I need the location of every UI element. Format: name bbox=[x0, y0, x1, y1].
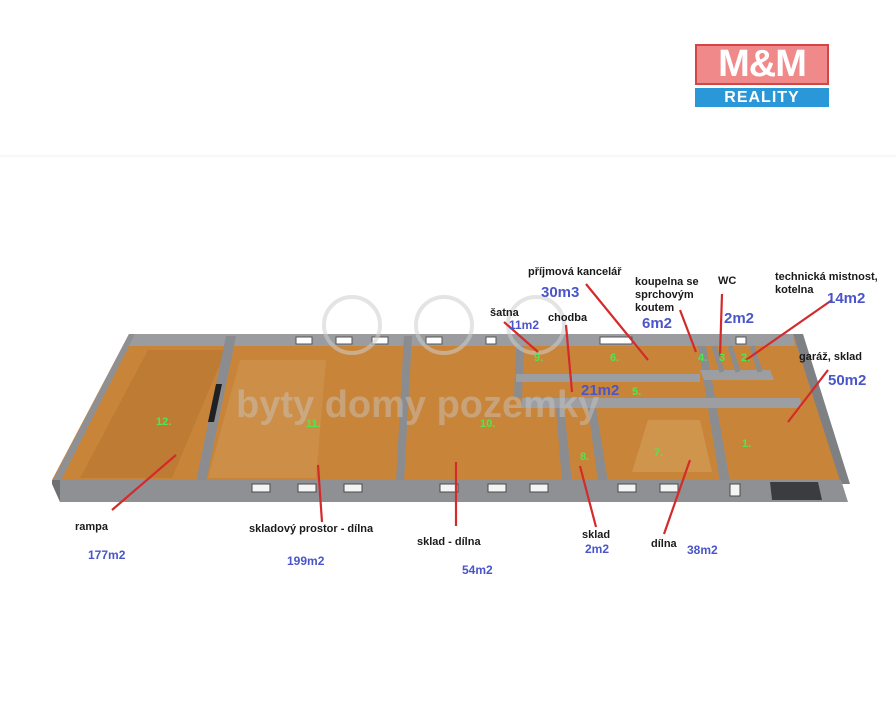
logo-top-text: M&M bbox=[695, 44, 829, 85]
room-area-7: 38m2 bbox=[687, 543, 718, 557]
room-area-2: 14m2 bbox=[827, 290, 866, 307]
room-area-1: 50m2 bbox=[828, 372, 867, 389]
room-number-1: 1. bbox=[742, 438, 752, 450]
room-name-8: sklad bbox=[582, 529, 611, 541]
watermark-text: byty domy pozemky bbox=[236, 384, 600, 426]
room-area-9: 11m2 bbox=[509, 318, 540, 332]
room-area-5: 21m2 bbox=[581, 382, 620, 399]
room-name-1: garáž, sklad bbox=[799, 351, 862, 363]
room-name-9: šatna bbox=[490, 307, 519, 319]
room-number-8: 8. bbox=[580, 451, 590, 463]
room-name-11: skladový prostor - dílna bbox=[249, 523, 374, 535]
room-area-3: 2m2 bbox=[724, 310, 755, 327]
wall-8-left bbox=[556, 408, 572, 482]
wall-10-right bbox=[514, 346, 524, 398]
room-number-11: 11. bbox=[306, 418, 321, 430]
room-area-10: 54m2 bbox=[462, 563, 493, 577]
garage-door bbox=[770, 482, 822, 500]
room-name-12: rampa bbox=[75, 521, 109, 533]
wall-garage-top bbox=[706, 398, 802, 408]
room-area-11: 199m2 bbox=[287, 554, 325, 568]
right-wall bbox=[793, 334, 850, 484]
wall-corridor-bottom bbox=[522, 398, 712, 408]
room-number-7: 7. bbox=[654, 447, 664, 459]
room-name-6: příjmová kancelář bbox=[528, 266, 622, 278]
room-name-10: sklad - dílna bbox=[417, 536, 481, 548]
room-number-12: 12. bbox=[156, 416, 172, 428]
room-number-4: 4. bbox=[698, 352, 708, 364]
room-name-7: dílna bbox=[651, 538, 677, 550]
wall-11-10 bbox=[396, 336, 412, 482]
room-number-5: 5. bbox=[632, 386, 642, 398]
room-number-3: 3 bbox=[719, 352, 726, 364]
room-number-10: 10. bbox=[480, 418, 496, 430]
room-area-12: 177m2 bbox=[88, 548, 126, 562]
room-number-6: 6. bbox=[610, 352, 620, 364]
wall-8-right bbox=[588, 408, 608, 482]
room-area-8: 2m2 bbox=[585, 542, 610, 556]
room-name-5: chodba bbox=[548, 312, 588, 324]
logo-bottom-text: REALITY bbox=[695, 88, 829, 107]
room-name-3: WC bbox=[718, 275, 737, 287]
left-wall bbox=[52, 334, 135, 482]
room-area-4: 6m2 bbox=[642, 315, 673, 332]
room-name-2: technická mistnost, kotelna bbox=[775, 271, 878, 296]
room-number-2: 2. bbox=[741, 352, 751, 364]
wall-small-rooms bbox=[700, 370, 774, 380]
mm-reality-logo: M&M REALITY bbox=[695, 44, 829, 107]
wall-office-bottom bbox=[516, 374, 700, 382]
room-number-9: 9. bbox=[534, 352, 544, 364]
room-name-4: koupelna se sprchovým koutem bbox=[635, 276, 699, 314]
room-area-6: 30m3 bbox=[541, 284, 580, 301]
